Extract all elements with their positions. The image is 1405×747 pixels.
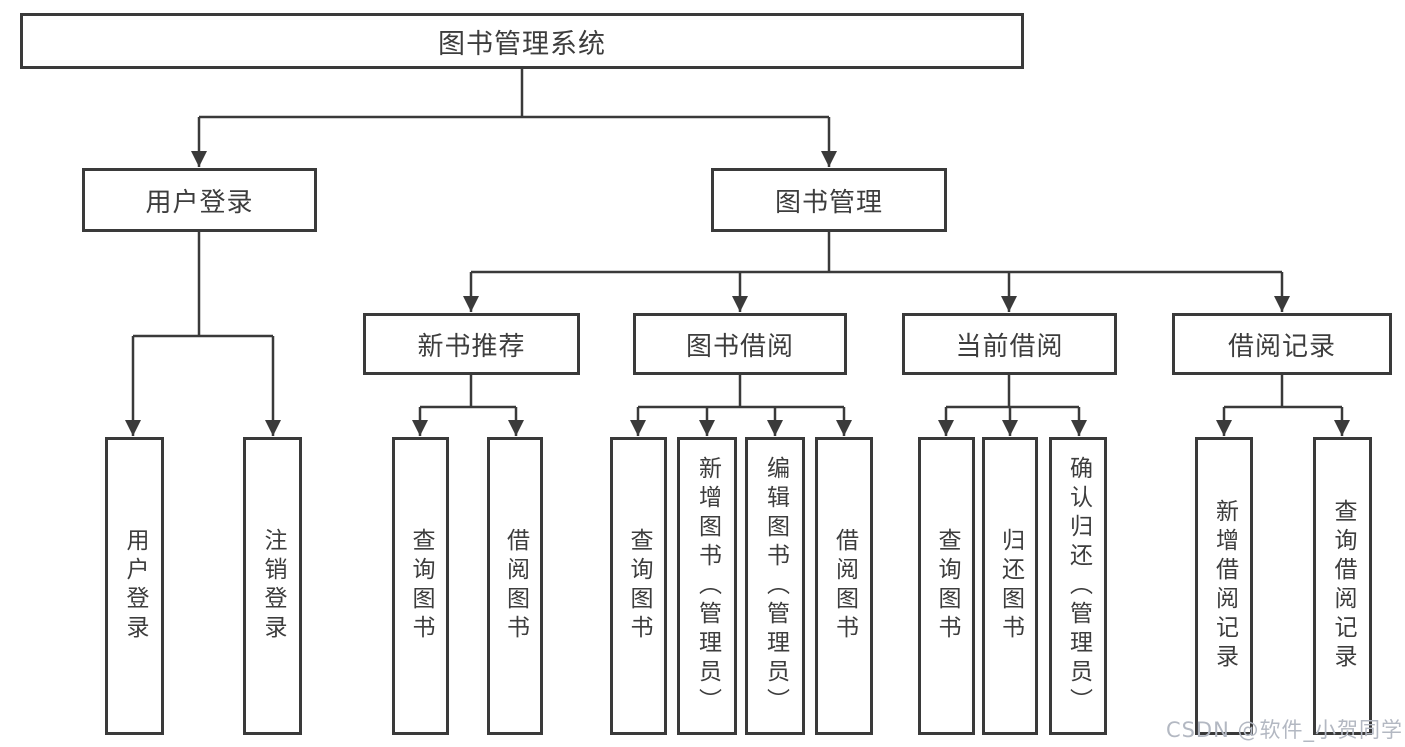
node-borrowing-records: 借阅记录 <box>1172 313 1392 375</box>
leaf-edit-books-admin: 编辑图书（管理员） <box>745 437 805 735</box>
node-book-borrowing: 图书借阅 <box>633 313 847 375</box>
leaf-user-login: 用户登录 <box>105 437 164 735</box>
node-new-book-recommendation: 新书推荐 <box>363 313 580 375</box>
leaf-query-borrow-record: 查询借阅记录 <box>1313 437 1372 735</box>
watermark-text: CSDN @软件_小贺同学 <box>1165 718 1403 742</box>
leaf-logout: 注销登录 <box>243 437 302 735</box>
leaf-borrow-books-recommend: 借阅图书 <box>487 437 543 735</box>
node-user-login: 用户登录 <box>82 168 317 232</box>
node-library-management-system: 图书管理系统 <box>20 13 1024 69</box>
leaf-query-books-borrowing: 查询图书 <box>610 437 667 735</box>
leaf-borrow-books: 借阅图书 <box>815 437 873 735</box>
node-book-management: 图书管理 <box>711 168 947 232</box>
leaf-add-books-admin: 新增图书（管理员） <box>677 437 737 735</box>
leaf-return-books: 归还图书 <box>982 437 1038 735</box>
leaf-add-borrow-record: 新增借阅记录 <box>1195 437 1253 735</box>
leaf-confirm-return-admin: 确认归还（管理员） <box>1049 437 1107 735</box>
leaf-query-books-current: 查询图书 <box>918 437 975 735</box>
leaf-query-books-recommend: 查询图书 <box>392 437 449 735</box>
node-current-borrowing: 当前借阅 <box>902 313 1117 375</box>
